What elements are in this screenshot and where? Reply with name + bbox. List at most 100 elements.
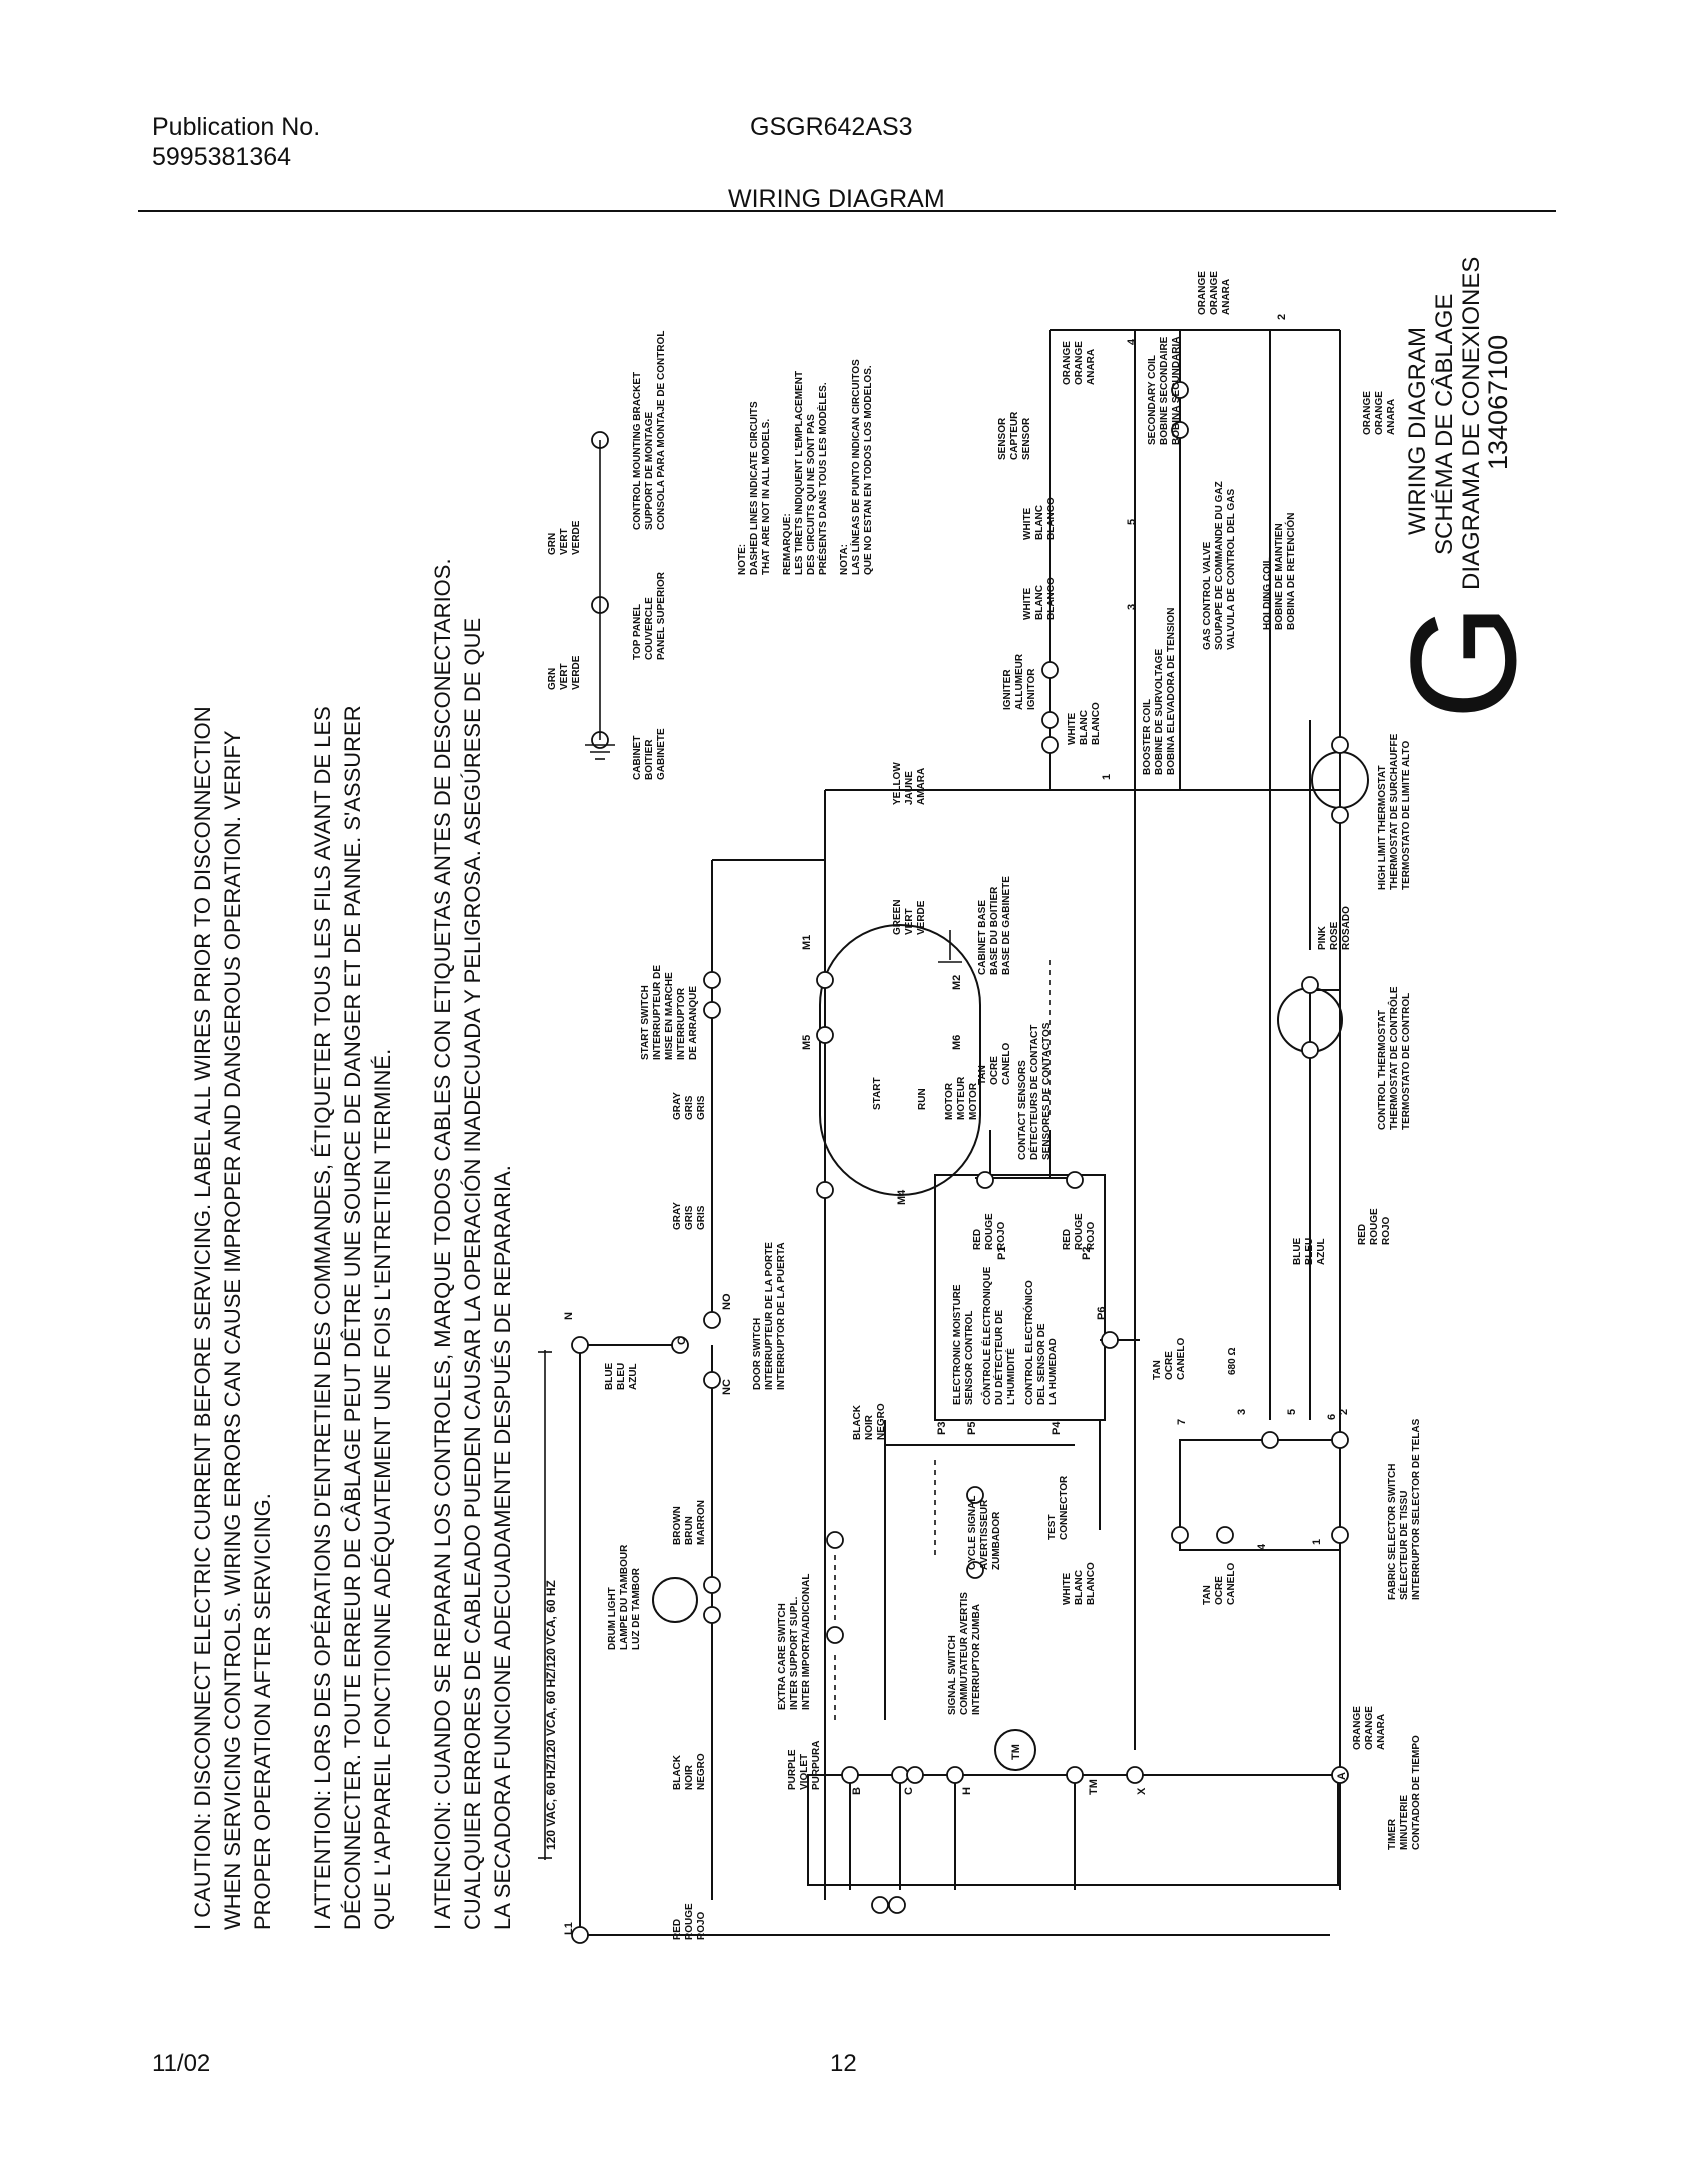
svg-text:BOBINA ELEVADORA DE TENSION: BOBINA ELEVADORA DE TENSION [1166,608,1177,775]
motor-pin-m2: M2 [951,975,963,990]
wire-white-label-4: WHITE [1022,507,1033,540]
svg-text:BLEU: BLEU [1304,1238,1315,1265]
svg-text:BRUN: BRUN [684,1516,695,1545]
svg-text:SOUPAPE DE COMMANDE DU GAZ: SOUPAPE DE COMMANDE DU GAZ [1214,481,1225,650]
svg-text:MARRON: MARRON [696,1500,707,1545]
motor-pin-m1: M1 [801,935,813,950]
svg-text:MOTOR: MOTOR [968,1082,979,1120]
svg-text:AZUL: AZUL [628,1363,639,1390]
svg-text:ROJO: ROJO [1086,1221,1097,1250]
svg-text:THERMOSTAT DE CONTRÔLE: THERMOSTAT DE CONTRÔLE [1387,986,1400,1130]
svg-text:VERT: VERT [904,908,915,935]
timer-pin-a: A [1336,1772,1348,1780]
svg-text:DES CIRCUITS QUI NE SONT PAS: DES CIRCUITS QUI NE SONT PAS [806,414,817,575]
header-rule [138,210,1556,212]
svg-text:BLANC: BLANC [1034,585,1045,620]
wire-orange-label: ORANGE [1352,1706,1363,1750]
svg-text:ROUGE: ROUGE [1369,1208,1380,1245]
svg-text:LAMPE DU TAMBOUR: LAMPE DU TAMBOUR [619,1544,630,1650]
fabric-pin-3: 3 [1236,1409,1248,1415]
sensor-label: SENSOR [997,417,1008,460]
gas-pin-1: 1 [1101,774,1113,780]
svg-text:ANARA: ANARA [1221,279,1232,315]
svg-text:VERT: VERT [559,528,570,555]
svg-text:BOBINE DE MAINTIEN: BOBINE DE MAINTIEN [1274,523,1285,630]
svg-text:ROJO: ROJO [996,1221,1007,1250]
control-pin-p2: P2 [1081,1247,1093,1260]
control-bracket-label: CONTROL MOUNTING BRACKET [632,372,643,530]
svg-text:CONSOLA PARA MONTAJE DE CONTRO: CONSOLA PARA MONTAJE DE CONTROL [656,331,667,530]
motor-pin-m5: M5 [801,1035,813,1050]
supply-voltage: 120 VAC, 60 HZ/120 VCA, 60 HZ/120 VCA, 6… [544,1580,558,1850]
section-title: WIRING DIAGRAM [728,185,945,213]
svg-text:BOBINE SECONDAIRE: BOBINE SECONDAIRE [1159,336,1170,445]
svg-text:CANELO: CANELO [1226,1563,1237,1605]
caution-line-4: I ATTENTION: LORS DES OPÉRATIONS D'ENTRE… [310,706,335,1930]
gas-pin-3: 3 [1126,604,1138,610]
wire-orange-label-2: ORANGE [1362,391,1373,435]
svg-text:SENSOR: SENSOR [1021,417,1032,460]
svg-text:MINUTERIE: MINUTERIE [1399,1795,1410,1850]
svg-text:CANELO: CANELO [1176,1338,1187,1380]
fabric-selector-label: FABRIC SELECTOR SWITCH [1387,1464,1398,1600]
note-line-1: NOTE: [737,544,748,575]
footer-date: 11/02 [152,2050,211,2077]
svg-text:VALVULA DE CONTROL DEL GAS: VALVULA DE CONTROL DEL GAS [1226,489,1237,650]
cycle-signal-label: CYCLE SIGNAL [967,1496,978,1570]
diagram-title-es: DIAGRAMA DE CONEXIONES [1458,257,1485,590]
fabric-pin-4: 4 [1256,1543,1268,1550]
svg-text:OCRE: OCRE [989,1056,1000,1085]
publication-number: 5995381364 [152,143,292,171]
svg-text:SENSORES DE CONTACTOS: SENSORES DE CONTACTOS [1041,1022,1052,1160]
gas-pin-4: 4 [1126,338,1138,345]
svg-text:BOBINA SECUNDARIA: BOBINA SECUNDARIA [1171,336,1182,445]
svg-text:DASHED LINES INDICATE CIRCUITS: DASHED LINES INDICATE CIRCUITS [749,401,760,575]
motor-run-label: RUN [917,1088,928,1110]
control-pin-p3: P3 [936,1422,948,1435]
drum-light-label: DRUM LIGHT [607,1587,618,1650]
svg-text:INTERRUPTOR SELECTOR DE TELAS: INTERRUPTOR SELECTOR DE TELAS [1411,1418,1422,1600]
motor-label: MOTOR [944,1082,955,1120]
svg-text:BLANC: BLANC [1034,505,1045,540]
caution-line-2: WHEN SERVICING CONTROLS. WIRING ERRORS C… [220,730,245,1930]
svg-text:AMARA: AMARA [916,768,927,805]
wire-pink-label: PINK [1317,925,1328,950]
motor-pin-m4: M4 [896,1189,908,1205]
fabric-pin-1: 1 [1311,1539,1323,1545]
timer-pin-tm: TM [1088,1779,1100,1795]
grn-label-2: GRN [547,533,558,555]
svg-text:GRIS: GRIS [696,1095,707,1120]
wire-red-label-2: RED [972,1229,983,1250]
fabric-pin-5: 5 [1286,1409,1298,1415]
svg-text:INTER IMPORTA/ADICIONAL: INTER IMPORTA/ADICIONAL [801,1574,812,1710]
svg-text:MISE EN MARCHE: MISE EN MARCHE [664,972,675,1060]
wire-gray-label: GRAY [672,1202,683,1230]
svg-text:CAPTEUR: CAPTEUR [1009,411,1020,460]
svg-text:INTERRUPTEUR DE: INTERRUPTEUR DE [652,965,663,1060]
caution-line-8: CUALQUIER ERRORES DE CABLEADO PUEDEN CAU… [460,618,485,1930]
svg-text:ORANGE: ORANGE [1209,271,1220,315]
igniter-label: IGNITER [1002,669,1013,710]
high-limit-label: HIGH LIMIT THERMOSTAT [1377,765,1388,890]
wire-blue-label: BLUE [604,1362,615,1390]
fabric-pin-7: 7 [1176,1419,1188,1425]
svg-text:VERDE: VERDE [571,655,582,690]
ground-symbols [585,440,962,963]
svg-text:BLANCO: BLANCO [1091,702,1102,745]
wire-blue-label-2: BLUE [1292,1237,1303,1265]
svg-text:ROUGE: ROUGE [1074,1213,1085,1250]
svg-text:INTERRUPTOR ZUMBA: INTERRUPTOR ZUMBA [971,1604,982,1715]
secondary-coil-label: SECONDARY COIL [1147,355,1158,445]
wiring-lines [579,329,1341,1936]
timer-pin-x: X [1136,1787,1148,1795]
svg-text:PURPURA: PURPURA [811,1741,822,1790]
control-pin-p6: P6 [1096,1307,1108,1320]
signal-switch-label: SIGNAL SWITCH [947,1635,958,1715]
svg-text:THAT ARE NOT IN ALL MODELS.: THAT ARE NOT IN ALL MODELS. [761,419,772,575]
svg-text:INTERRUPTOR DE LA PUERTA: INTERRUPTOR DE LA PUERTA [776,1242,787,1390]
svg-text:LES TIRETS INDIQUENT L'EMPLACE: LES TIRETS INDIQUENT L'EMPLACEMENT [794,371,805,575]
svg-text:JAUNE: JAUNE [904,771,915,805]
component-labels: CABINET BOITIER GABINETE GRN VERT VERDE … [547,271,1422,1940]
diagram-letter: G [1379,603,1547,720]
svg-text:VIOLET: VIOLET [799,1754,810,1790]
